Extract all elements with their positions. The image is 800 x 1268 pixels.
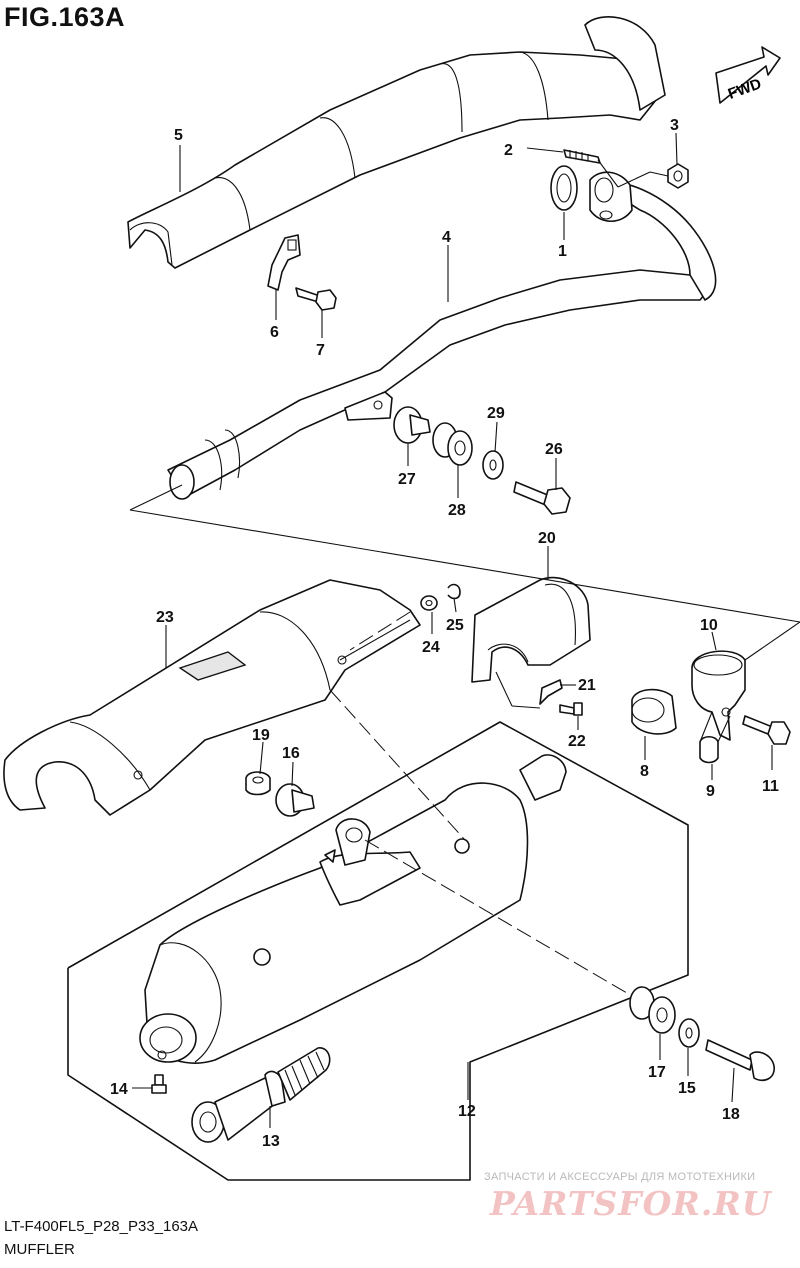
callout-11: 11 [762,778,779,795]
spring-clip [539,679,563,705]
bushing-8 [631,688,677,735]
stud-bolt [563,149,601,164]
callout-6: 6 [270,324,279,341]
reference-lines [129,159,800,997]
callout-4: 4 [442,229,451,246]
washer-24 [420,595,438,611]
callout-15: 15 [678,1080,696,1097]
callout-16: 16 [282,745,300,762]
gasket [550,165,578,211]
clamp-cover [471,576,591,683]
callout-24: 24 [422,639,440,656]
callout-10: 10 [700,617,718,634]
grommet-upper [432,422,473,466]
nut-19 [245,771,271,796]
callout-8: 8 [640,763,649,780]
collar-9 [699,735,719,764]
callout-17: 17 [648,1064,666,1081]
exhaust-pipe [167,181,717,500]
callout-13: 13 [262,1133,280,1150]
clamp-bolt [742,715,791,745]
rubber-bush-upper [393,406,431,444]
callout-29: 29 [487,405,505,422]
callout-18: 18 [722,1106,740,1123]
callout-22: 22 [568,733,586,750]
upper-heat-shield [127,16,666,269]
callout-27: 27 [398,471,416,488]
callout-9: 9 [706,783,715,800]
callout-2: 2 [504,142,513,159]
muffler-body [139,754,567,1064]
spark-arrester [191,1047,331,1143]
figure-title: FIG.163A [4,2,126,32]
grommet-17 [629,986,676,1034]
callout-14: 14 [110,1081,128,1098]
callout-21: 21 [578,677,596,694]
screw-14 [151,1074,167,1094]
collar-16 [275,783,315,817]
callout-3: 3 [670,117,679,134]
figure-code: LT-F400FL5_P28_P33_163A [4,1218,199,1235]
callout-26: 26 [545,441,563,458]
washer-15 [678,1018,700,1048]
watermark-text: ЗАПЧАСТИ И АКСЕССУАРЫ ДЛЯ МОТОТЕХНИКИ [484,1171,756,1183]
watermark-logo: PARTSFOR.RU [490,1184,772,1223]
heat-shield-bracket [267,234,301,291]
callout-19: 19 [252,727,270,744]
exhaust-flange [589,171,633,223]
callout-20: 20 [538,530,556,547]
callout-25: 25 [446,617,464,634]
callout-labels: 1 2 3 4 5 6 7 8 9 10 11 12 13 14 15 16 1… [110,117,779,1150]
fwd-arrow-icon: FWD [715,46,781,104]
callout-7: 7 [316,342,325,359]
nut [667,163,689,189]
bolt-upper [513,481,571,515]
muffler-assembly-box [67,721,689,1181]
bolt-18 [705,1039,775,1082]
clip-25 [447,583,461,600]
leader-lines [132,132,773,1128]
callout-12: 12 [458,1103,476,1120]
figure-name: MUFFLER [4,1241,75,1258]
callout-28: 28 [448,502,466,519]
callout-1: 1 [558,243,567,260]
bolt-small [295,287,337,311]
callout-5: 5 [174,127,183,144]
exhaust-clamp [691,650,746,741]
callout-23: 23 [156,609,174,626]
screw-22 [559,702,583,716]
muffler-cover [3,579,421,816]
washer-upper [482,450,504,480]
